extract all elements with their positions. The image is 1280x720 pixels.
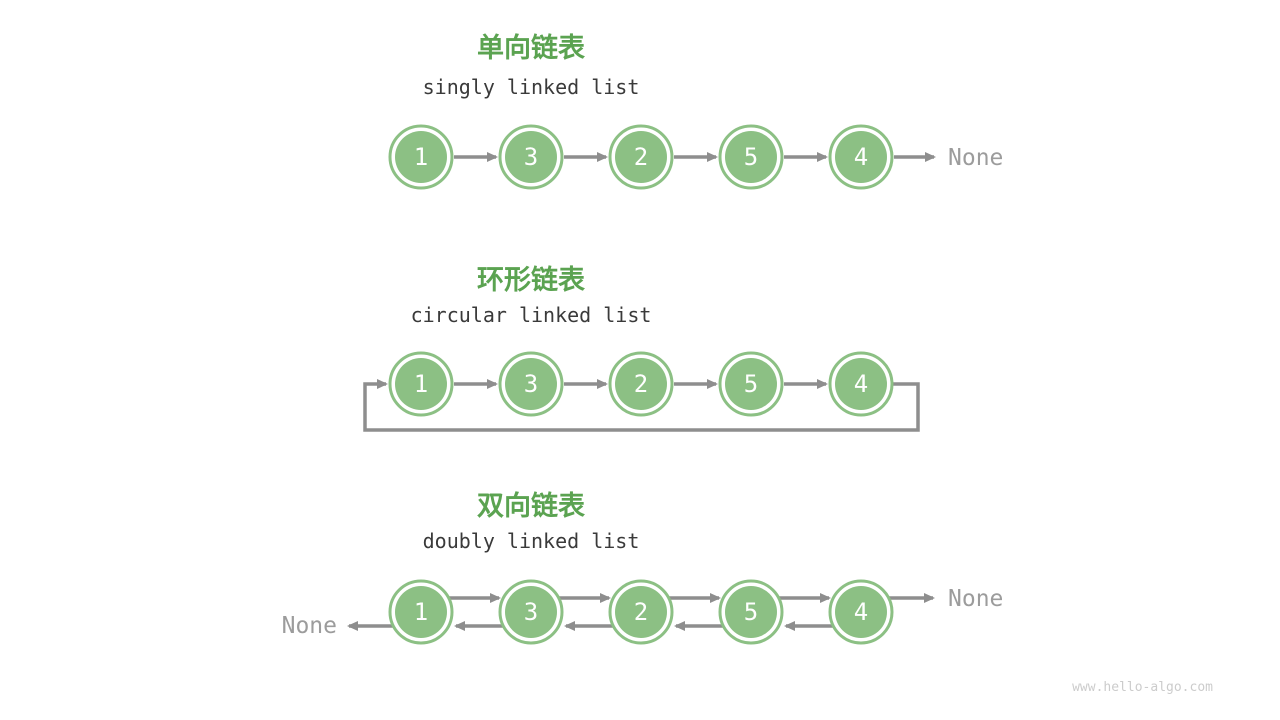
node-value: 4 [854, 598, 868, 626]
section-title-zh: 环形链表 [477, 264, 585, 295]
loop-back-arrow [363, 379, 920, 432]
list-node: 1 [388, 124, 454, 190]
section-doubly-linked-list: 双向链表 doubly linked list 1 3 2 [282, 490, 1003, 645]
section-title-en: singly linked list [423, 75, 640, 99]
node-value: 3 [524, 598, 538, 626]
node-body [725, 586, 777, 638]
node-body [615, 358, 667, 410]
section-circular-linked-list: 环形链表 circular linked list 1 3 2 5 [363, 264, 920, 432]
section-title-en: circular linked list [411, 303, 652, 327]
node-value: 4 [854, 143, 868, 171]
node-value: 3 [524, 143, 538, 171]
node-body [615, 131, 667, 183]
node-body [615, 586, 667, 638]
node-value: 2 [634, 598, 648, 626]
node-value: 1 [414, 143, 428, 171]
node-value: 5 [744, 370, 758, 398]
section-title-zh: 双向链表 [477, 490, 585, 521]
list-node: 5 [718, 351, 784, 417]
list-node: 4 [828, 124, 894, 190]
node-value: 2 [634, 370, 648, 398]
node-body [725, 131, 777, 183]
tail-none-label: None [948, 145, 1003, 171]
list-node: 1 [388, 579, 454, 645]
node-body [505, 358, 557, 410]
list-node: 3 [498, 351, 564, 417]
node-value: 2 [634, 143, 648, 171]
section-singly-linked-list: 单向链表 singly linked list 1 3 2 5 [388, 32, 1003, 190]
tail-none-label: None [948, 586, 1003, 612]
node-body [505, 586, 557, 638]
list-node: 2 [608, 579, 674, 645]
node-body [395, 358, 447, 410]
node-value: 1 [414, 598, 428, 626]
list-node: 5 [718, 124, 784, 190]
list-node: 2 [608, 351, 674, 417]
node-body [725, 358, 777, 410]
list-node: 5 [718, 579, 784, 645]
list-node: 4 [828, 351, 894, 417]
list-node: 3 [498, 124, 564, 190]
list-node: 3 [498, 579, 564, 645]
node-value: 3 [524, 370, 538, 398]
watermark: www.hello-algo.com [1072, 680, 1213, 695]
node-body [835, 586, 887, 638]
node-body [835, 131, 887, 183]
node-value: 5 [744, 598, 758, 626]
node-body [835, 358, 887, 410]
list-node: 1 [388, 351, 454, 417]
list-node: 4 [828, 579, 894, 645]
node-body [395, 131, 447, 183]
head-none-label: None [282, 613, 337, 639]
node-body [395, 586, 447, 638]
section-title-zh: 单向链表 [477, 32, 585, 63]
node-value: 4 [854, 370, 868, 398]
section-title-en: doubly linked list [423, 529, 640, 553]
node-value: 1 [414, 370, 428, 398]
node-value: 5 [744, 143, 758, 171]
node-body [505, 131, 557, 183]
list-node: 2 [608, 124, 674, 190]
